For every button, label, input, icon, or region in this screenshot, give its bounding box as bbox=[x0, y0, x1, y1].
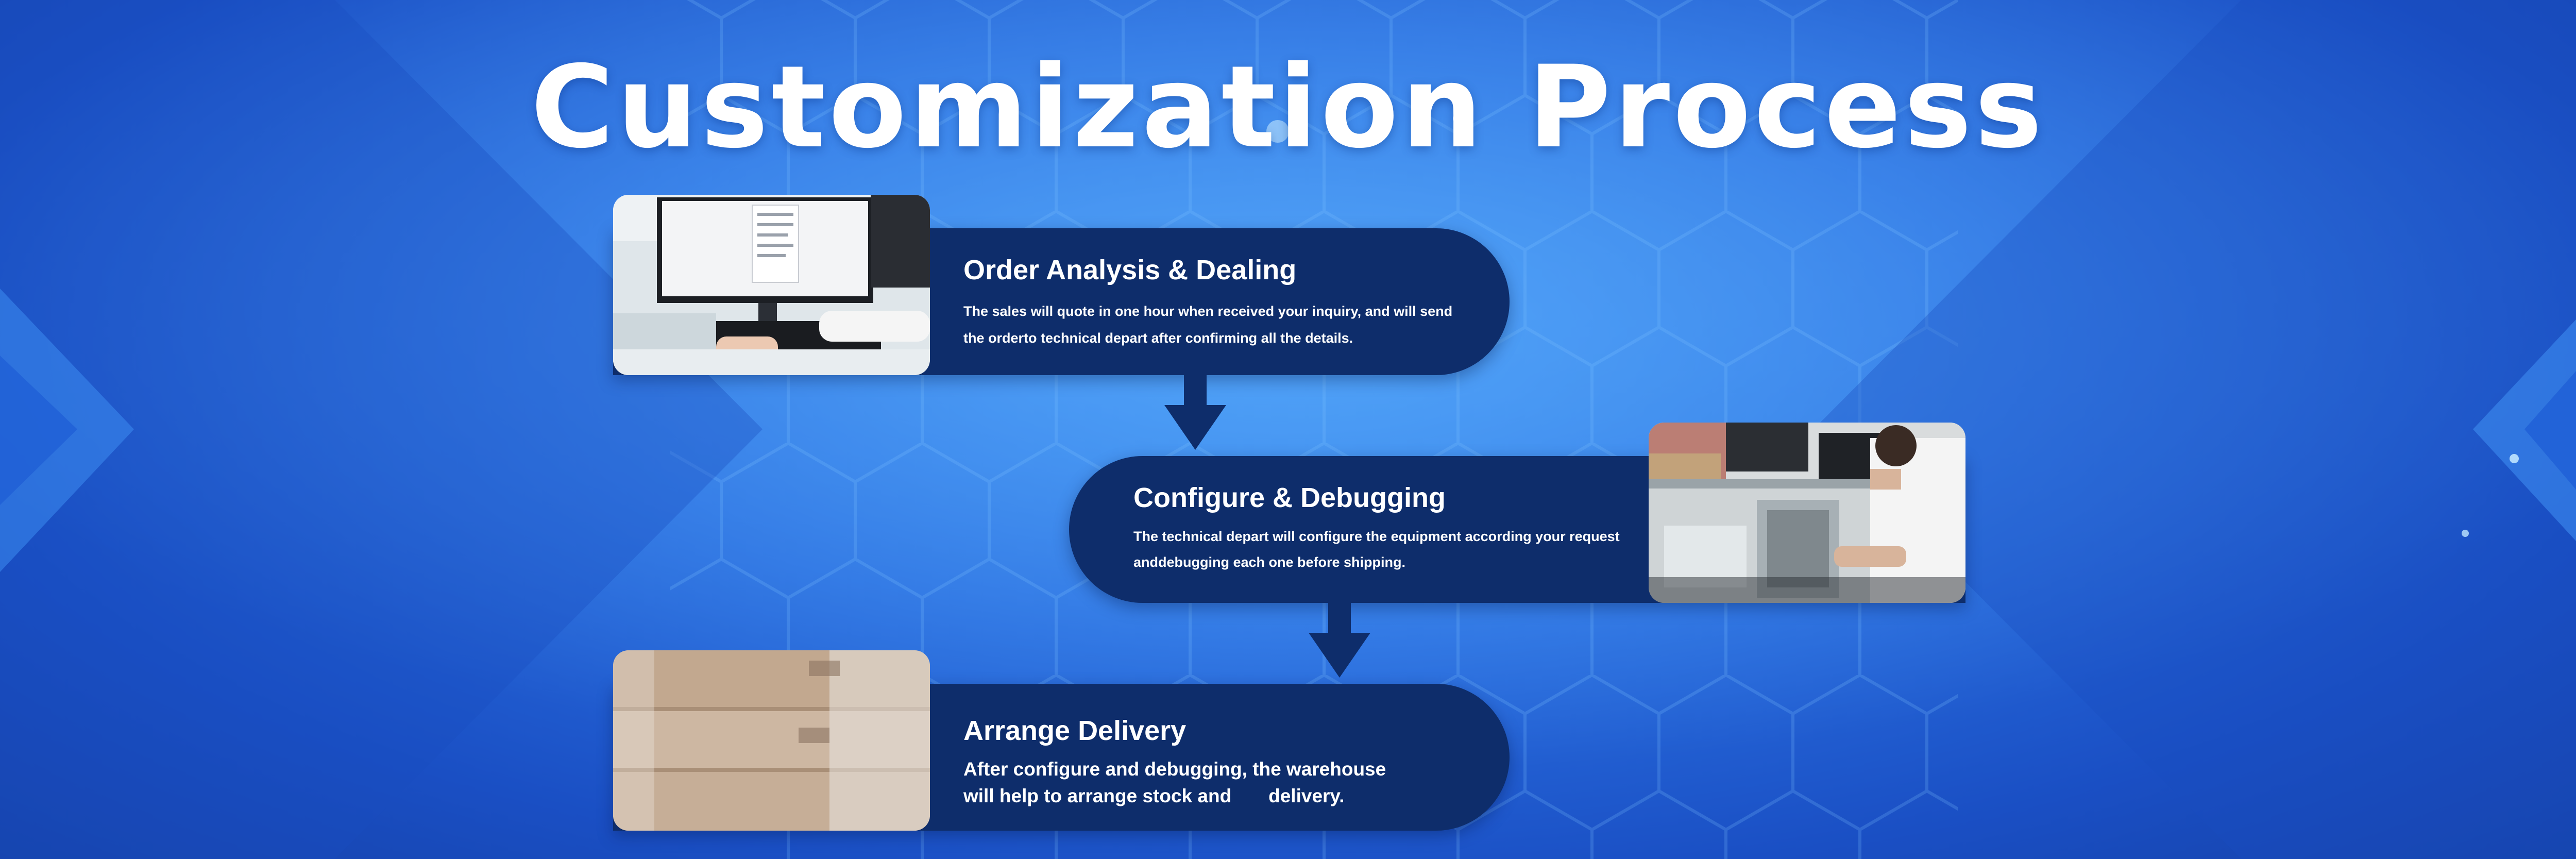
packed-boxes-photo bbox=[613, 650, 930, 831]
step-title: Arrange Delivery bbox=[963, 715, 1187, 746]
technician-workbench-photo bbox=[1649, 423, 1965, 603]
arrow-down-icon bbox=[1164, 375, 1226, 450]
page-title: Customization Process bbox=[531, 41, 2045, 173]
step-title: Configure & Debugging bbox=[1133, 482, 1446, 513]
step-description-line: The sales will quote in one hour when re… bbox=[963, 304, 1453, 319]
arrow-down-icon bbox=[1309, 603, 1370, 678]
step-description-line: After configure and debugging, the wareh… bbox=[963, 759, 1386, 780]
step-title: Order Analysis & Dealing bbox=[963, 255, 1297, 285]
step-description-line: anddebugging each one before shipping. bbox=[1133, 554, 1406, 570]
step-description-line: The technical depart will configure the … bbox=[1133, 529, 1620, 544]
office-computer-photo bbox=[613, 195, 930, 375]
step-description-line: the orderto technical depart after confi… bbox=[963, 330, 1353, 346]
step-description-line: will help to arrange stock and delivery. bbox=[963, 785, 1345, 806]
